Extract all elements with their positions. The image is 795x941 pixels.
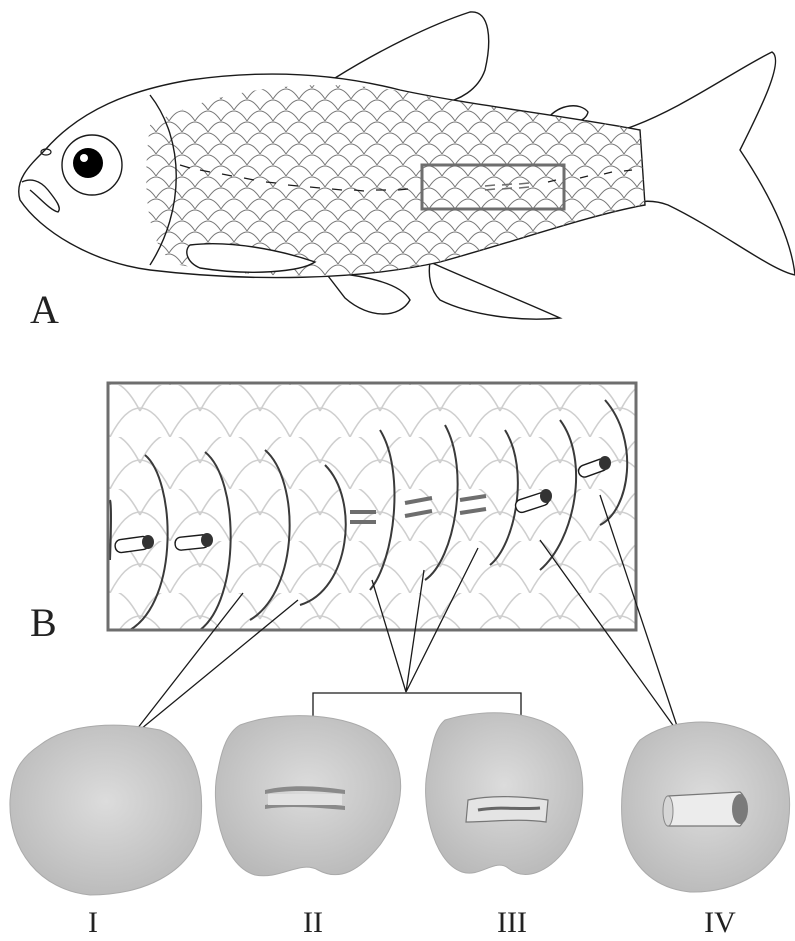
scale-photo-iv bbox=[622, 722, 790, 892]
scale-label-iii: III bbox=[497, 906, 527, 939]
panel-label-a: A bbox=[30, 287, 59, 332]
scale-label-i: I bbox=[88, 906, 98, 939]
enlarged-scale-pattern bbox=[100, 375, 645, 635]
scale-photo-iii bbox=[426, 713, 583, 875]
pelvic-fin bbox=[325, 272, 410, 314]
scale-label-iv: IV bbox=[704, 906, 736, 939]
eye-pupil bbox=[73, 148, 103, 178]
eye-highlight bbox=[80, 154, 88, 162]
scale-photo-i bbox=[10, 725, 202, 895]
scale-photo-ii bbox=[215, 716, 400, 876]
anal-fin bbox=[429, 262, 560, 319]
panel-label-b: B bbox=[30, 600, 57, 645]
scale-label-ii: II bbox=[303, 906, 323, 939]
caudal-fin bbox=[628, 52, 795, 275]
